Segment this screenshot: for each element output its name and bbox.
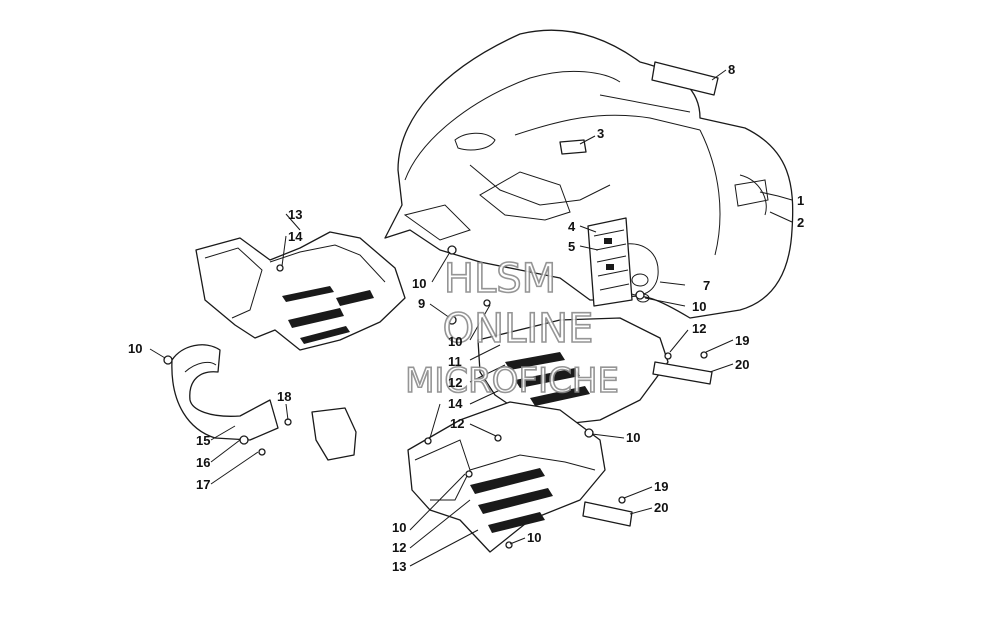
callout-7: 7 — [703, 278, 710, 293]
callout-10g: 10 — [527, 530, 541, 545]
callout-13b: 13 — [392, 559, 406, 574]
callout-1: 1 — [797, 193, 804, 208]
callout-20b: 20 — [654, 500, 668, 515]
callout-2: 2 — [797, 215, 804, 230]
decal-3 — [559, 139, 587, 155]
step-plate-upper — [652, 361, 713, 385]
callout-10e: 10 — [626, 430, 640, 445]
step-plate-lower — [582, 501, 633, 527]
lower-footwell — [407, 401, 606, 553]
callout-12a: 12 — [448, 375, 462, 390]
callout-8: 8 — [728, 62, 735, 77]
warning-label-4-5 — [587, 217, 633, 307]
callout-3: 3 — [597, 126, 604, 141]
callout-4: 4 — [568, 219, 576, 234]
callout-16: 16 — [196, 455, 210, 470]
watermark-line3: MICROFICHE — [405, 361, 619, 401]
left-footwell-upper — [195, 231, 406, 351]
callout-12c: 12 — [450, 416, 464, 431]
callout-19a: 19 — [735, 333, 749, 348]
callout-10b: 10 — [692, 299, 706, 314]
callout-10d: 10 — [128, 341, 142, 356]
callout-20a: 20 — [735, 357, 749, 372]
watermark-line2: ONLINE — [443, 306, 594, 352]
callout-12d: 12 — [392, 540, 406, 555]
callout-17: 17 — [196, 477, 210, 492]
callout-10a: 10 — [412, 276, 426, 291]
watermark: HLSM ONLINE MICROFICHE — [404, 255, 619, 402]
left-mud-flap — [171, 344, 279, 441]
callout-11: 11 — [448, 354, 462, 369]
bracket-18 — [311, 407, 357, 461]
callout-12b: 12 — [692, 321, 706, 336]
callout-14b: 14 — [448, 396, 463, 411]
callout-10f: 10 — [392, 520, 406, 535]
right-footwell — [477, 317, 669, 426]
callout-15: 15 — [196, 433, 210, 448]
watermark-line1: HLSM — [444, 256, 556, 302]
decal-8 — [651, 61, 719, 96]
leader-lines — [149, 69, 793, 567]
callout-13a: 13 — [288, 207, 302, 222]
callouts: 1 2 3 4 5 7 8 9 10 10 10 10 10 10 10 11 … — [128, 62, 804, 574]
callout-9: 9 — [418, 296, 425, 311]
callout-10c: 10 — [448, 334, 462, 349]
callout-14a: 14 — [288, 229, 303, 244]
callout-18: 18 — [277, 389, 291, 404]
callout-5: 5 — [568, 239, 575, 254]
callout-19b: 19 — [654, 479, 668, 494]
